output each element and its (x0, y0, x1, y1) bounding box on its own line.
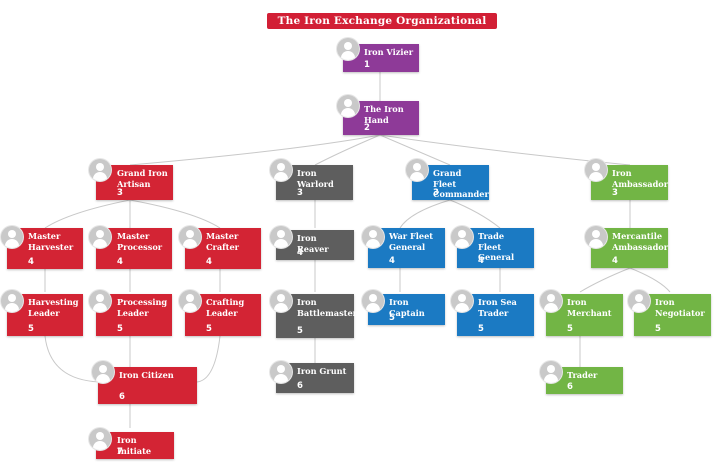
node-name: The Iron Hand (364, 104, 404, 125)
node-level: 3 (433, 188, 439, 198)
node-name: Iron Initiate (117, 435, 152, 456)
node-level: 5 (206, 324, 212, 334)
connector (44, 335, 101, 383)
node-master-harvester[interactable]: Master Harvester 4 (7, 228, 83, 269)
node-level: 3 (117, 188, 123, 198)
avatar-icon (89, 290, 111, 312)
connector (196, 335, 221, 383)
chart-title: The Iron Exchange Organizational Chart (267, 13, 497, 43)
node-name: Iron Grunt (297, 366, 347, 376)
connector (129, 134, 381, 166)
avatar-icon (89, 226, 111, 248)
node-name: Grand Iron Artisan (117, 168, 168, 189)
node-name: War Fleet General (389, 231, 434, 252)
node-level: 3 (612, 188, 618, 198)
avatar-icon (362, 226, 384, 248)
avatar-icon (628, 290, 650, 312)
avatar-icon (406, 159, 428, 181)
avatar-icon (270, 290, 292, 312)
node-level: 6 (297, 381, 303, 391)
node-level: 2 (364, 123, 370, 133)
node-name: Trader (567, 370, 598, 380)
avatar-icon (540, 290, 562, 312)
node-name: Iron Citizen (119, 370, 174, 380)
node-name: Iron Merchant (567, 297, 612, 318)
node-name: Trade Fleet General (478, 231, 515, 262)
node-level: 7 (117, 447, 123, 457)
connector (579, 267, 631, 293)
node-level: 4 (297, 248, 303, 258)
avatar-icon (89, 428, 111, 450)
node-level: 1 (364, 60, 370, 70)
node-level: 4 (206, 257, 212, 267)
node-name: Iron Ambassador (612, 168, 669, 189)
avatar-icon (362, 290, 384, 312)
avatar-icon (1, 290, 23, 312)
node-level: 4 (28, 257, 34, 267)
avatar-icon (337, 38, 359, 60)
node-iron-captain[interactable]: Iron Captain 5 (368, 294, 445, 325)
node-iron-citizen[interactable]: Iron Citizen 6 (98, 367, 197, 404)
connector (629, 267, 671, 293)
node-name: Grand Fleet Commander (433, 168, 489, 199)
node-level: 4 (117, 257, 123, 267)
connector (314, 134, 381, 166)
node-level: 5 (567, 324, 573, 334)
node-name: Crafting Leader (206, 297, 245, 318)
node-level: 4 (478, 256, 484, 266)
node-name: Iron Negotiator (655, 297, 705, 318)
connector (449, 199, 501, 229)
node-iron-negotiator[interactable]: Iron Negotiator 5 (634, 294, 711, 336)
node-name: Iron Battlemaster (297, 297, 357, 318)
node-name: Master Harvester (28, 231, 74, 252)
avatar-icon (270, 159, 292, 181)
connector (399, 199, 451, 229)
avatar-icon (270, 361, 292, 383)
connector (44, 199, 131, 229)
node-name: Iron Reaver (297, 233, 329, 254)
node-level: 5 (297, 326, 303, 336)
avatar-icon (451, 290, 473, 312)
avatar-icon (89, 159, 111, 181)
avatar-icon (451, 226, 473, 248)
node-name: Iron Captain (389, 297, 425, 318)
avatar-icon (540, 361, 562, 383)
avatar-icon (270, 226, 292, 248)
avatar-icon (337, 95, 359, 117)
node-name: Processing Leader (117, 297, 168, 318)
avatar-icon (92, 361, 114, 383)
node-level: 5 (389, 313, 395, 323)
node-name: Iron Sea Trader (478, 297, 517, 318)
node-name: Master Processor (117, 231, 163, 252)
node-level: 4 (612, 256, 618, 266)
avatar-icon (585, 159, 607, 181)
node-level: 5 (478, 324, 484, 334)
node-name: Harvesting Leader (28, 297, 79, 318)
connector (129, 199, 221, 229)
node-level: 6 (567, 382, 573, 392)
node-name: Master Crafter (206, 231, 239, 252)
avatar-icon (179, 226, 201, 248)
node-level: 4 (389, 256, 395, 266)
node-name: Mercantile Ambassador (612, 231, 669, 252)
avatar-icon (1, 226, 23, 248)
node-level: 5 (655, 324, 661, 334)
node-level: 5 (117, 324, 123, 334)
node-name: Iron Vizier (364, 47, 414, 57)
avatar-icon (179, 290, 201, 312)
node-level: 5 (28, 324, 34, 334)
avatar-icon (585, 226, 607, 248)
node-level: 3 (297, 188, 303, 198)
node-name: Iron Warlord (297, 168, 334, 189)
node-level: 6 (119, 392, 125, 402)
connector (379, 134, 451, 166)
